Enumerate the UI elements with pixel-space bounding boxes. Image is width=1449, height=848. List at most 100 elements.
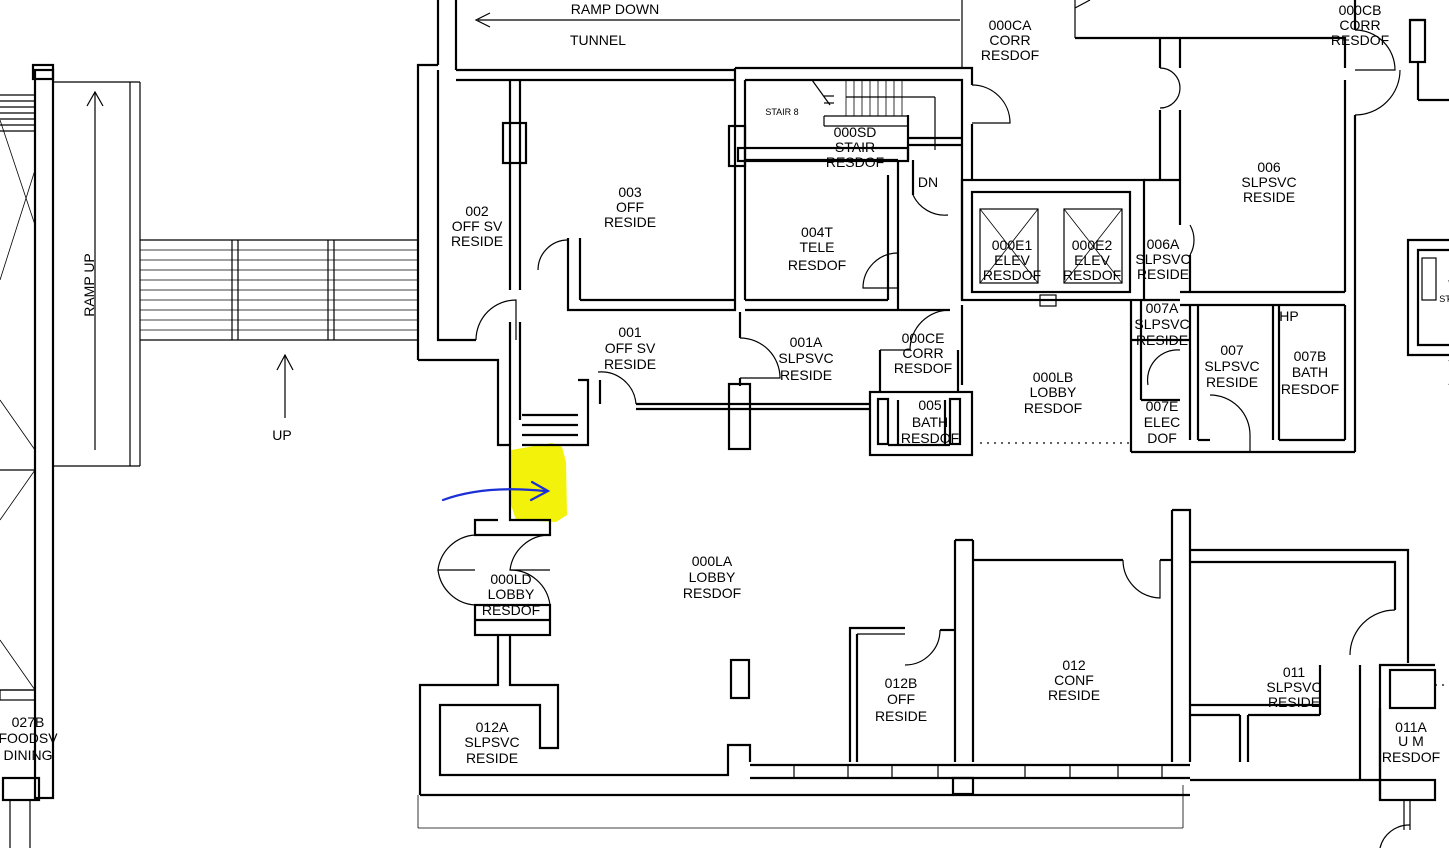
- svg-text:012A: 012A: [476, 719, 509, 735]
- svg-text:LOBBY: LOBBY: [689, 569, 736, 585]
- svg-text:ELEC: ELEC: [1144, 414, 1181, 430]
- svg-text:RESIDE: RESIDE: [1268, 694, 1320, 710]
- tunnel-label: TUNNEL: [570, 32, 626, 48]
- svg-text:ELEV: ELEV: [994, 252, 1030, 268]
- svg-text:000E2: 000E2: [1072, 237, 1113, 253]
- door-swings: [437, 29, 1449, 848]
- svg-text:DOF: DOF: [1147, 430, 1177, 446]
- st-label: ST: [1439, 294, 1449, 304]
- annotation-arrow: [441, 480, 551, 502]
- svg-text:007A: 007A: [1146, 300, 1179, 316]
- svg-text:RESIDE: RESIDE: [780, 367, 832, 383]
- svg-text:OFF SV: OFF SV: [452, 218, 503, 234]
- svg-text:RESIDE: RESIDE: [604, 214, 656, 230]
- tunnel-ramp-down: [436, 0, 1091, 70]
- svg-text:RESDOF: RESDOF: [482, 602, 540, 618]
- svg-text:RESIDE: RESIDE: [875, 708, 927, 724]
- room-001A-label: 001A SLPSVC RESIDE: [778, 334, 833, 383]
- svg-text:011A: 011A: [1395, 719, 1427, 735]
- svg-text:006A: 006A: [1147, 236, 1180, 252]
- svg-text:000LD: 000LD: [490, 571, 531, 587]
- svg-text:CORR: CORR: [989, 32, 1030, 48]
- svg-text:012B: 012B: [885, 675, 918, 691]
- svg-text:SLPSVC: SLPSVC: [1134, 316, 1189, 332]
- svg-text:TELE: TELE: [799, 239, 834, 255]
- room-000LB-label: 000LB LOBBY RESDOF: [1024, 369, 1082, 416]
- room-000CE-label: 000CE CORR RESDOF: [894, 330, 952, 376]
- room-000CB-label: 000CB CORR RESDOF: [1331, 2, 1389, 48]
- room-011A-label: 011A U M RESDOF: [1382, 719, 1440, 765]
- room-012B-label: 012B OFF RESIDE: [875, 675, 927, 724]
- svg-text:000LB: 000LB: [1033, 369, 1073, 385]
- svg-text:SLPSVC: SLPSVC: [1135, 251, 1190, 267]
- svg-text:RESDOF: RESDOF: [1382, 749, 1440, 765]
- svg-text:DINING: DINING: [4, 747, 53, 763]
- svg-text:RESDOF: RESDOF: [981, 47, 1039, 63]
- svg-text:SLPSVC: SLPSVC: [464, 734, 519, 750]
- svg-text:CORR: CORR: [902, 345, 943, 361]
- room-000LA-label: 000LA LOBBY RESDOF: [683, 553, 741, 601]
- svg-text:CORR: CORR: [1339, 17, 1380, 33]
- room-012A-label: 012A SLPSVC RESIDE: [464, 719, 519, 766]
- svg-text:RESDOF: RESDOF: [683, 585, 741, 601]
- svg-text:000CB: 000CB: [1339, 2, 1382, 18]
- svg-text:012: 012: [1062, 657, 1086, 673]
- svg-text:000SD: 000SD: [834, 124, 877, 140]
- room-000E2-label: 000E2 ELEV RESDOF: [1063, 237, 1121, 283]
- svg-text:RESIDE: RESIDE: [1137, 266, 1189, 282]
- svg-text:LOBBY: LOBBY: [1030, 384, 1077, 400]
- room-000SD-label: 000SD STAIR RESDOF: [826, 124, 884, 170]
- svg-text:SLPSVC: SLPSVC: [1241, 174, 1296, 190]
- svg-text:000CA: 000CA: [989, 17, 1032, 33]
- svg-text:RESIDE: RESIDE: [604, 356, 656, 372]
- svg-text:OFF: OFF: [887, 691, 915, 707]
- up-label: UP: [272, 427, 291, 443]
- svg-text:RESIDE: RESIDE: [1048, 687, 1100, 703]
- svg-text:000E1: 000E1: [992, 237, 1033, 253]
- room-027B-label: 027B FOODSV DINING: [0, 714, 58, 763]
- svg-text:004T: 004T: [801, 224, 833, 240]
- room-012-label: 012 CONF RESIDE: [1048, 657, 1100, 703]
- room-005-label: 005 BATH RESDOF: [901, 397, 959, 446]
- svg-text:RESDOF: RESDOF: [1063, 267, 1121, 283]
- svg-text:BATH: BATH: [912, 414, 948, 430]
- svg-text:007: 007: [1220, 342, 1244, 358]
- svg-text:RESIDE: RESIDE: [1243, 189, 1295, 205]
- ramp-structure: [0, 63, 418, 848]
- svg-text:005: 005: [918, 397, 942, 413]
- svg-text:006: 006: [1257, 159, 1281, 175]
- svg-text:RESIDE: RESIDE: [1136, 332, 1188, 348]
- ramp-up-label: RAMP UP: [81, 253, 97, 317]
- svg-text:STAIR: STAIR: [835, 139, 875, 155]
- svg-text:007E: 007E: [1146, 398, 1179, 414]
- hp-label: HP: [1279, 308, 1298, 324]
- ramp-down-label: RAMP DOWN: [571, 1, 659, 17]
- room-007-label: 007 SLPSVC RESIDE: [1204, 342, 1259, 390]
- svg-text:RESDOF: RESDOF: [1281, 381, 1339, 397]
- svg-text:SLPSVC: SLPSVC: [1266, 679, 1321, 695]
- svg-text:OFF: OFF: [616, 199, 644, 215]
- svg-text:027B: 027B: [12, 714, 45, 730]
- svg-text:011: 011: [1283, 664, 1306, 680]
- svg-text:ELEV: ELEV: [1074, 252, 1110, 268]
- svg-text:RESIDE: RESIDE: [466, 750, 518, 766]
- highlight-marker: [511, 443, 567, 522]
- room-000E1-label: 000E1 ELEV RESDOF: [983, 237, 1041, 283]
- svg-text:FOODSV: FOODSV: [0, 730, 58, 746]
- room-006A-label: 006A SLPSVC RESIDE: [1135, 236, 1190, 282]
- svg-text:RESDOF: RESDOF: [826, 154, 884, 170]
- svg-text:007B: 007B: [1294, 348, 1327, 364]
- svg-text:002: 002: [465, 203, 489, 219]
- svg-text:001A: 001A: [790, 334, 823, 350]
- svg-text:003: 003: [618, 184, 642, 200]
- room-007B-label: 007B BATH RESDOF: [1281, 348, 1339, 397]
- svg-text:LOBBY: LOBBY: [488, 586, 535, 602]
- svg-text:RESIDE: RESIDE: [451, 233, 503, 249]
- svg-text:RESDOF: RESDOF: [788, 257, 846, 273]
- svg-text:RESDOF: RESDOF: [1331, 32, 1389, 48]
- svg-text:SLPSVC: SLPSVC: [778, 350, 833, 366]
- main-walls: [416, 0, 1449, 830]
- svg-text:RESDOF: RESDOF: [1024, 400, 1082, 416]
- room-006-label: 006 SLPSVC RESIDE: [1241, 159, 1296, 205]
